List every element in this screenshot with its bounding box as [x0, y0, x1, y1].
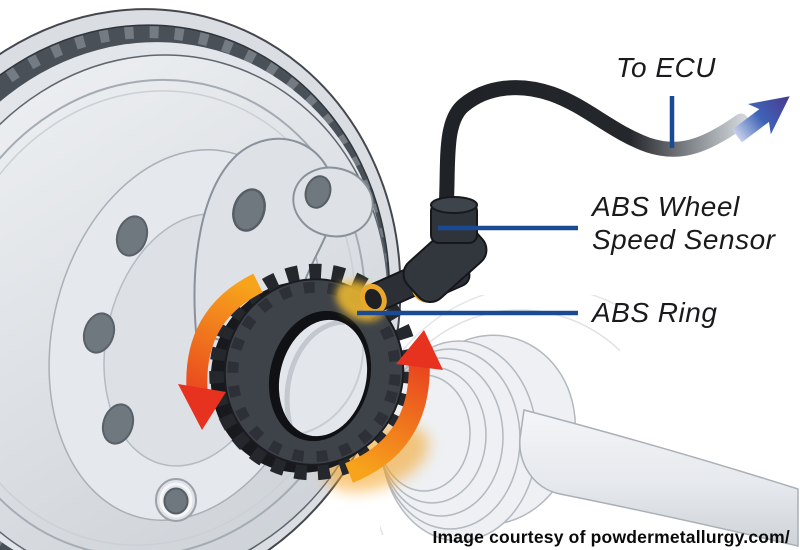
label-wheel-speed-sensor: ABS Wheel Speed Sensor	[592, 190, 775, 256]
ecu-arrow	[732, 96, 790, 143]
label-wheel-speed-sensor-line1: ABS Wheel	[592, 191, 740, 222]
sleeved-hole	[155, 478, 197, 522]
rotation-arrow-left	[178, 273, 263, 430]
bracket-hole	[304, 175, 332, 209]
bracket-hole	[232, 188, 266, 232]
bolt-hole	[115, 215, 149, 257]
label-abs-ring: ABS Ring	[592, 297, 718, 328]
rotation-arrow-right	[344, 330, 443, 483]
label-to-ecu: To ECU	[616, 52, 717, 83]
axle-shaft	[519, 409, 799, 547]
bell-guide-arcs	[380, 295, 620, 535]
leader-lines	[357, 96, 675, 316]
bolt-hole	[82, 312, 116, 354]
bolt-hole	[101, 403, 135, 445]
sensor-cable	[438, 80, 749, 218]
wheel-speed-sensor	[359, 196, 488, 315]
image-credit: Image courtesy of powdermetallurgy.com/	[432, 527, 790, 547]
label-wheel-speed-sensor-line2: Speed Sensor	[592, 224, 776, 255]
abs-ring	[209, 263, 419, 481]
